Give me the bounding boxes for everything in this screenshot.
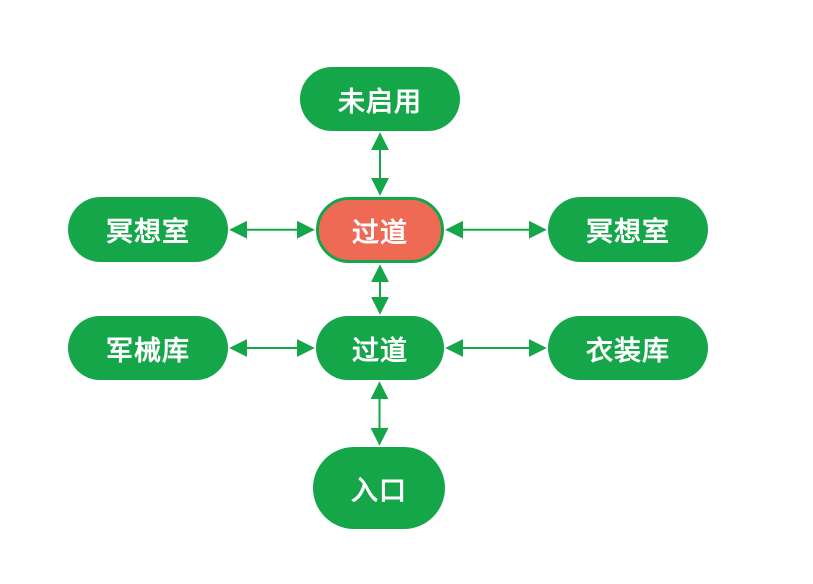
- room-node-hallway-current[interactable]: 过道: [316, 197, 444, 263]
- room-node-meditation-right[interactable]: 冥想室: [548, 197, 708, 262]
- room-node-hallway-lower[interactable]: 过道: [316, 316, 444, 380]
- room-node-wardrobe[interactable]: 衣装库: [548, 316, 708, 380]
- edges-group: [229, 132, 547, 446]
- room-node-armory[interactable]: 军械库: [68, 316, 228, 380]
- room-node-meditation-left[interactable]: 冥想室: [68, 197, 228, 262]
- room-node-entrance[interactable]: 入口: [313, 447, 445, 529]
- room-node-unused[interactable]: 未启用: [300, 67, 460, 131]
